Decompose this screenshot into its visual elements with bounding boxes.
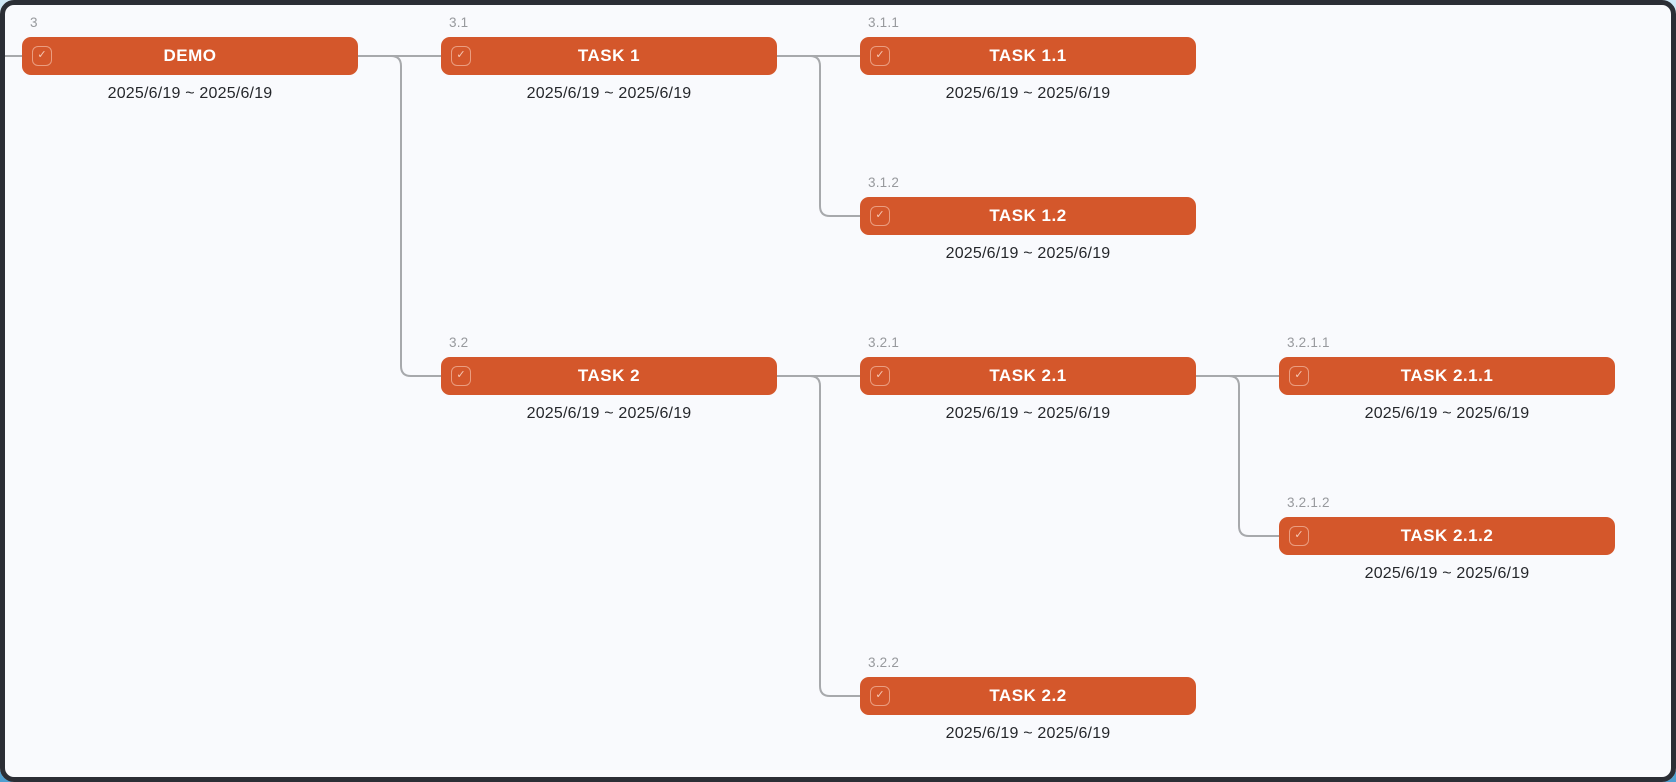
task-bar[interactable]: ✓ TASK 2.1.2 [1279, 517, 1615, 555]
task-number-label: 3.2 [449, 335, 469, 350]
task-node: 3.1 ✓ TASK 1 2025/6/19 ~ 2025/6/19 [441, 15, 777, 102]
checkbox-check-icon: ✓ [870, 686, 890, 706]
task-date-range: 2025/6/19 ~ 2025/6/19 [526, 405, 692, 422]
task-number-label: 3 [30, 15, 38, 30]
task-title: TASK 2.1.1 [1400, 366, 1494, 385]
task-date-range: 2025/6/19 ~ 2025/6/19 [1364, 405, 1530, 422]
task-bar[interactable]: ✓ TASK 1.1 [860, 37, 1196, 75]
task-node: 3 ✓ DEMO 2025/6/19 ~ 2025/6/19 [22, 15, 358, 102]
task-bar[interactable]: ✓ TASK 2 [441, 357, 777, 395]
task-bar[interactable]: ✓ DEMO [22, 37, 358, 75]
task-number-label: 3.2.2 [868, 655, 900, 670]
task-date-range: 2025/6/19 ~ 2025/6/19 [107, 85, 273, 102]
task-bar[interactable]: ✓ TASK 1 [441, 37, 777, 75]
task-title: TASK 1.2 [989, 206, 1067, 225]
task-number-label: 3.2.1 [868, 335, 900, 350]
checkbox-check-icon: ✓ [451, 46, 471, 66]
task-date-range: 2025/6/19 ~ 2025/6/19 [945, 85, 1111, 102]
checkbox-check-icon: ✓ [1289, 366, 1309, 386]
task-node: 3.2.1.2 ✓ TASK 2.1.2 2025/6/19 ~ 2025/6/… [1279, 495, 1615, 582]
task-title: DEMO [163, 46, 217, 65]
task-bar[interactable]: ✓ TASK 2.1 [860, 357, 1196, 395]
task-bar[interactable]: ✓ TASK 2.2 [860, 677, 1196, 715]
task-node: 3.2.2 ✓ TASK 2.2 2025/6/19 ~ 2025/6/19 [860, 655, 1196, 742]
task-date-range: 2025/6/19 ~ 2025/6/19 [945, 405, 1111, 422]
task-node: 3.2.1.1 ✓ TASK 2.1.1 2025/6/19 ~ 2025/6/… [1279, 335, 1615, 422]
checkbox-check-icon: ✓ [870, 206, 890, 226]
task-title: TASK 2.1.2 [1400, 526, 1494, 545]
task-number-label: 3.2.1.2 [1287, 495, 1330, 510]
task-node: 3.1.1 ✓ TASK 1.1 2025/6/19 ~ 2025/6/19 [860, 15, 1196, 102]
task-title: TASK 2 [577, 366, 641, 385]
checkbox-check-icon: ✓ [32, 46, 52, 66]
task-title: TASK 1 [577, 46, 641, 65]
task-number-label: 3.2.1.1 [1287, 335, 1330, 350]
task-date-range: 2025/6/19 ~ 2025/6/19 [526, 85, 692, 102]
task-bar[interactable]: ✓ TASK 1.2 [860, 197, 1196, 235]
checkbox-check-icon: ✓ [870, 46, 890, 66]
checkbox-check-icon: ✓ [870, 366, 890, 386]
task-number-label: 3.1 [449, 15, 469, 30]
checkbox-check-icon: ✓ [451, 366, 471, 386]
task-node: 3.1.2 ✓ TASK 1.2 2025/6/19 ~ 2025/6/19 [860, 175, 1196, 262]
task-title: TASK 2.2 [989, 686, 1067, 705]
task-date-range: 2025/6/19 ~ 2025/6/19 [945, 245, 1111, 262]
task-node: 3.2 ✓ TASK 2 2025/6/19 ~ 2025/6/19 [441, 335, 777, 422]
task-title: TASK 1.1 [989, 46, 1067, 65]
task-title: TASK 2.1 [989, 366, 1067, 385]
task-number-label: 3.1.2 [868, 175, 900, 190]
task-bar[interactable]: ✓ TASK 2.1.1 [1279, 357, 1615, 395]
task-node: 3.2.1 ✓ TASK 2.1 2025/6/19 ~ 2025/6/19 [860, 335, 1196, 422]
checkbox-check-icon: ✓ [1289, 526, 1309, 546]
task-number-label: 3.1.1 [868, 15, 900, 30]
task-date-range: 2025/6/19 ~ 2025/6/19 [1364, 565, 1530, 582]
task-date-range: 2025/6/19 ~ 2025/6/19 [945, 725, 1111, 742]
